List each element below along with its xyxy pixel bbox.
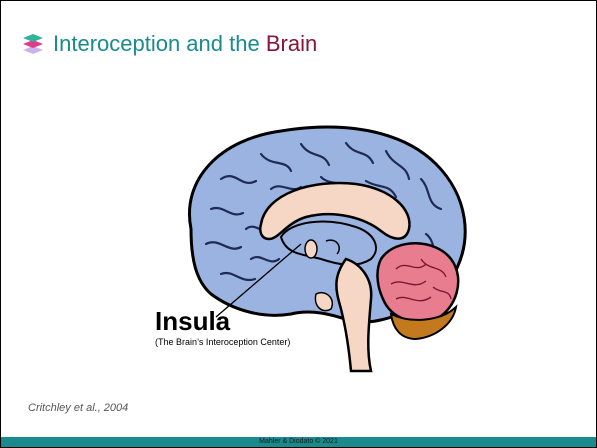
layers-stack-icon: [23, 33, 43, 55]
title-accent: Brain: [266, 31, 317, 56]
brainstem: [336, 259, 371, 371]
insula-caption: (The Brain’s Interoception Center): [155, 337, 290, 347]
title-row: Interoception and the Brain: [23, 31, 317, 57]
page-title: Interoception and the Brain: [53, 31, 317, 57]
footer-text: Mahler & Diodato © 2021: [1, 437, 596, 447]
cerebellum: [377, 243, 458, 322]
insula-label: Insula: [155, 306, 230, 337]
citation: Critchley et al., 2004: [28, 402, 128, 414]
